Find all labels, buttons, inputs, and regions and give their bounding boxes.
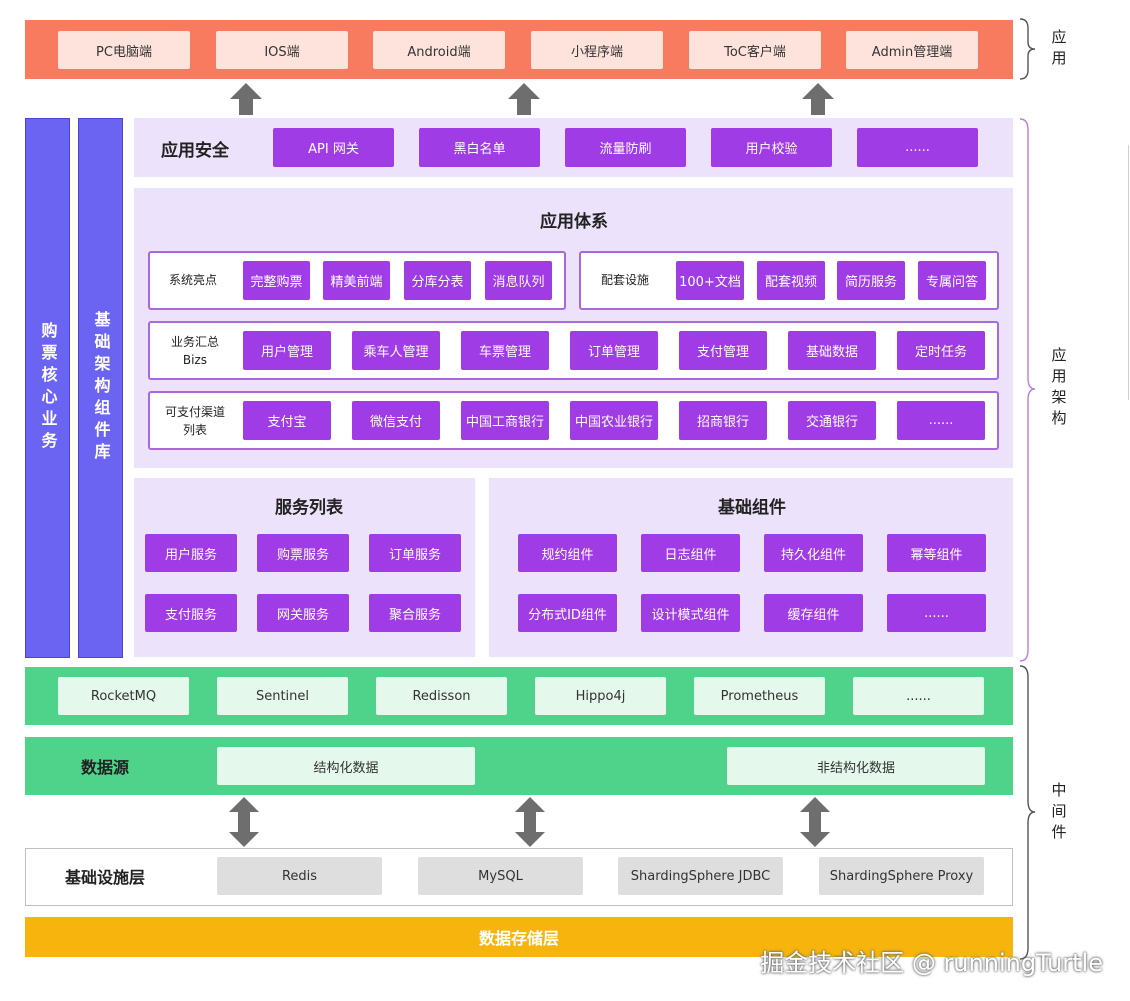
double-arrow-icon: [515, 797, 545, 847]
biz-chip: 车票管理: [461, 331, 549, 370]
arrow-up-icon: [802, 83, 834, 115]
component-chip: 日志组件: [641, 534, 740, 572]
core-business-bar: 购票核心业务: [25, 118, 70, 658]
infra-chip-shardingsphere-jdbc: ShardingSphere JDBC: [618, 857, 783, 895]
service-chip: 网关服务: [257, 594, 349, 632]
biz-chip: 订单管理: [570, 331, 658, 370]
component-library-bar: 基础架构组件库: [78, 118, 123, 658]
component-chip: ......: [887, 594, 986, 632]
app-chip-ios: IOS端: [216, 31, 348, 69]
divider: [1128, 145, 1129, 400]
middleware-bar: [25, 667, 1013, 725]
component-chip: 缓存组件: [764, 594, 863, 632]
middleware-chip: Prometheus: [694, 677, 825, 715]
double-arrow-icon: [800, 797, 830, 847]
brace-icon: [1019, 18, 1036, 80]
support-chip: 配套视频: [757, 261, 825, 300]
highlight-chip: 分库分表: [404, 261, 471, 300]
support-chip: 简历服务: [837, 261, 905, 300]
storage-layer-bar: 数据存储层: [25, 917, 1013, 957]
highlights-label: 系统亮点: [168, 273, 217, 287]
security-chip: API 网关: [273, 128, 394, 167]
watermark: 掘金技术社区 @ runningTurtle: [760, 949, 1103, 977]
app-chip-admin: Admin管理端: [846, 31, 978, 69]
middleware-chip: RocketMQ: [58, 677, 189, 715]
highlight-chip: 消息队列: [485, 261, 552, 300]
double-arrow-icon: [229, 797, 259, 847]
pay-chip: ......: [897, 401, 985, 440]
unstructured-data-chip: 非结构化数据: [727, 747, 985, 785]
middleware-chip: ......: [853, 677, 984, 715]
services-title: 服务列表: [275, 497, 343, 518]
middleware-chip: Sentinel: [217, 677, 348, 715]
component-chip: 设计模式组件: [641, 594, 740, 632]
security-chip: ......: [857, 128, 978, 167]
service-chip: 订单服务: [369, 534, 461, 572]
pay-chip: 交通银行: [788, 401, 876, 440]
infra-chip-mysql: MySQL: [418, 857, 583, 895]
structured-data-chip: 结构化数据: [217, 747, 475, 785]
pay-chip: 招商银行: [679, 401, 767, 440]
brace-icon: [1019, 118, 1036, 662]
bizs-label: 业务汇总 Bizs: [170, 335, 219, 367]
pay-channels-label: 可支付渠道 列表: [164, 405, 225, 437]
security-title: 应用安全: [161, 140, 229, 161]
pay-chip: 中国农业银行: [570, 401, 658, 440]
highlight-chip: 完整购票: [243, 261, 310, 300]
pay-chip: 微信支付: [352, 401, 440, 440]
arch-side-label: 应用架构: [1049, 347, 1068, 431]
service-chip: 购票服务: [257, 534, 349, 572]
highlight-chip: 精美前端: [323, 261, 390, 300]
app-chip-pc: PC电脑端: [58, 31, 190, 69]
biz-chip: 定时任务: [897, 331, 985, 370]
biz-chip: 基础数据: [788, 331, 876, 370]
system-title: 应用体系: [540, 211, 608, 232]
infra-title: 基础设施层: [64, 868, 145, 887]
service-chip: 聚合服务: [369, 594, 461, 632]
app-chip-toc: ToC客户端: [689, 31, 821, 69]
support-chip: 100+文档: [676, 261, 744, 300]
biz-chip: 支付管理: [679, 331, 767, 370]
component-chip: 规约组件: [518, 534, 617, 572]
components-title: 基础组件: [718, 497, 786, 518]
datasource-title: 数据源: [80, 758, 129, 777]
infra-chip-shardingsphere-proxy: ShardingSphere Proxy: [819, 857, 984, 895]
app-chip-android: Android端: [373, 31, 505, 69]
component-chip: 持久化组件: [764, 534, 863, 572]
pay-chip: 中国工商银行: [461, 401, 549, 440]
pay-chip: 支付宝: [243, 401, 331, 440]
middleware-chip: Redisson: [376, 677, 507, 715]
support-chip: 专属问答: [918, 261, 986, 300]
security-chip: 流量防刷: [565, 128, 686, 167]
component-chip: 分布式ID组件: [518, 594, 617, 632]
app-chip-miniprogram: 小程序端: [531, 31, 663, 69]
security-chip: 黑白名单: [419, 128, 540, 167]
service-chip: 支付服务: [145, 594, 237, 632]
biz-chip: 乘车人管理: [352, 331, 440, 370]
component-chip: 幂等组件: [887, 534, 986, 572]
biz-chip: 用户管理: [243, 331, 331, 370]
service-chip: 用户服务: [145, 534, 237, 572]
app-side-label: 应用: [1049, 29, 1068, 71]
security-chip: 用户校验: [711, 128, 832, 167]
middleware-chip: Hippo4j: [535, 677, 666, 715]
brace-icon: [1019, 665, 1036, 960]
arrow-up-icon: [508, 83, 540, 115]
infra-chip-redis: Redis: [217, 857, 382, 895]
support-label: 配套设施: [600, 273, 649, 287]
arrow-up-icon: [230, 83, 262, 115]
middleware-side-label: 中间件: [1049, 781, 1068, 845]
